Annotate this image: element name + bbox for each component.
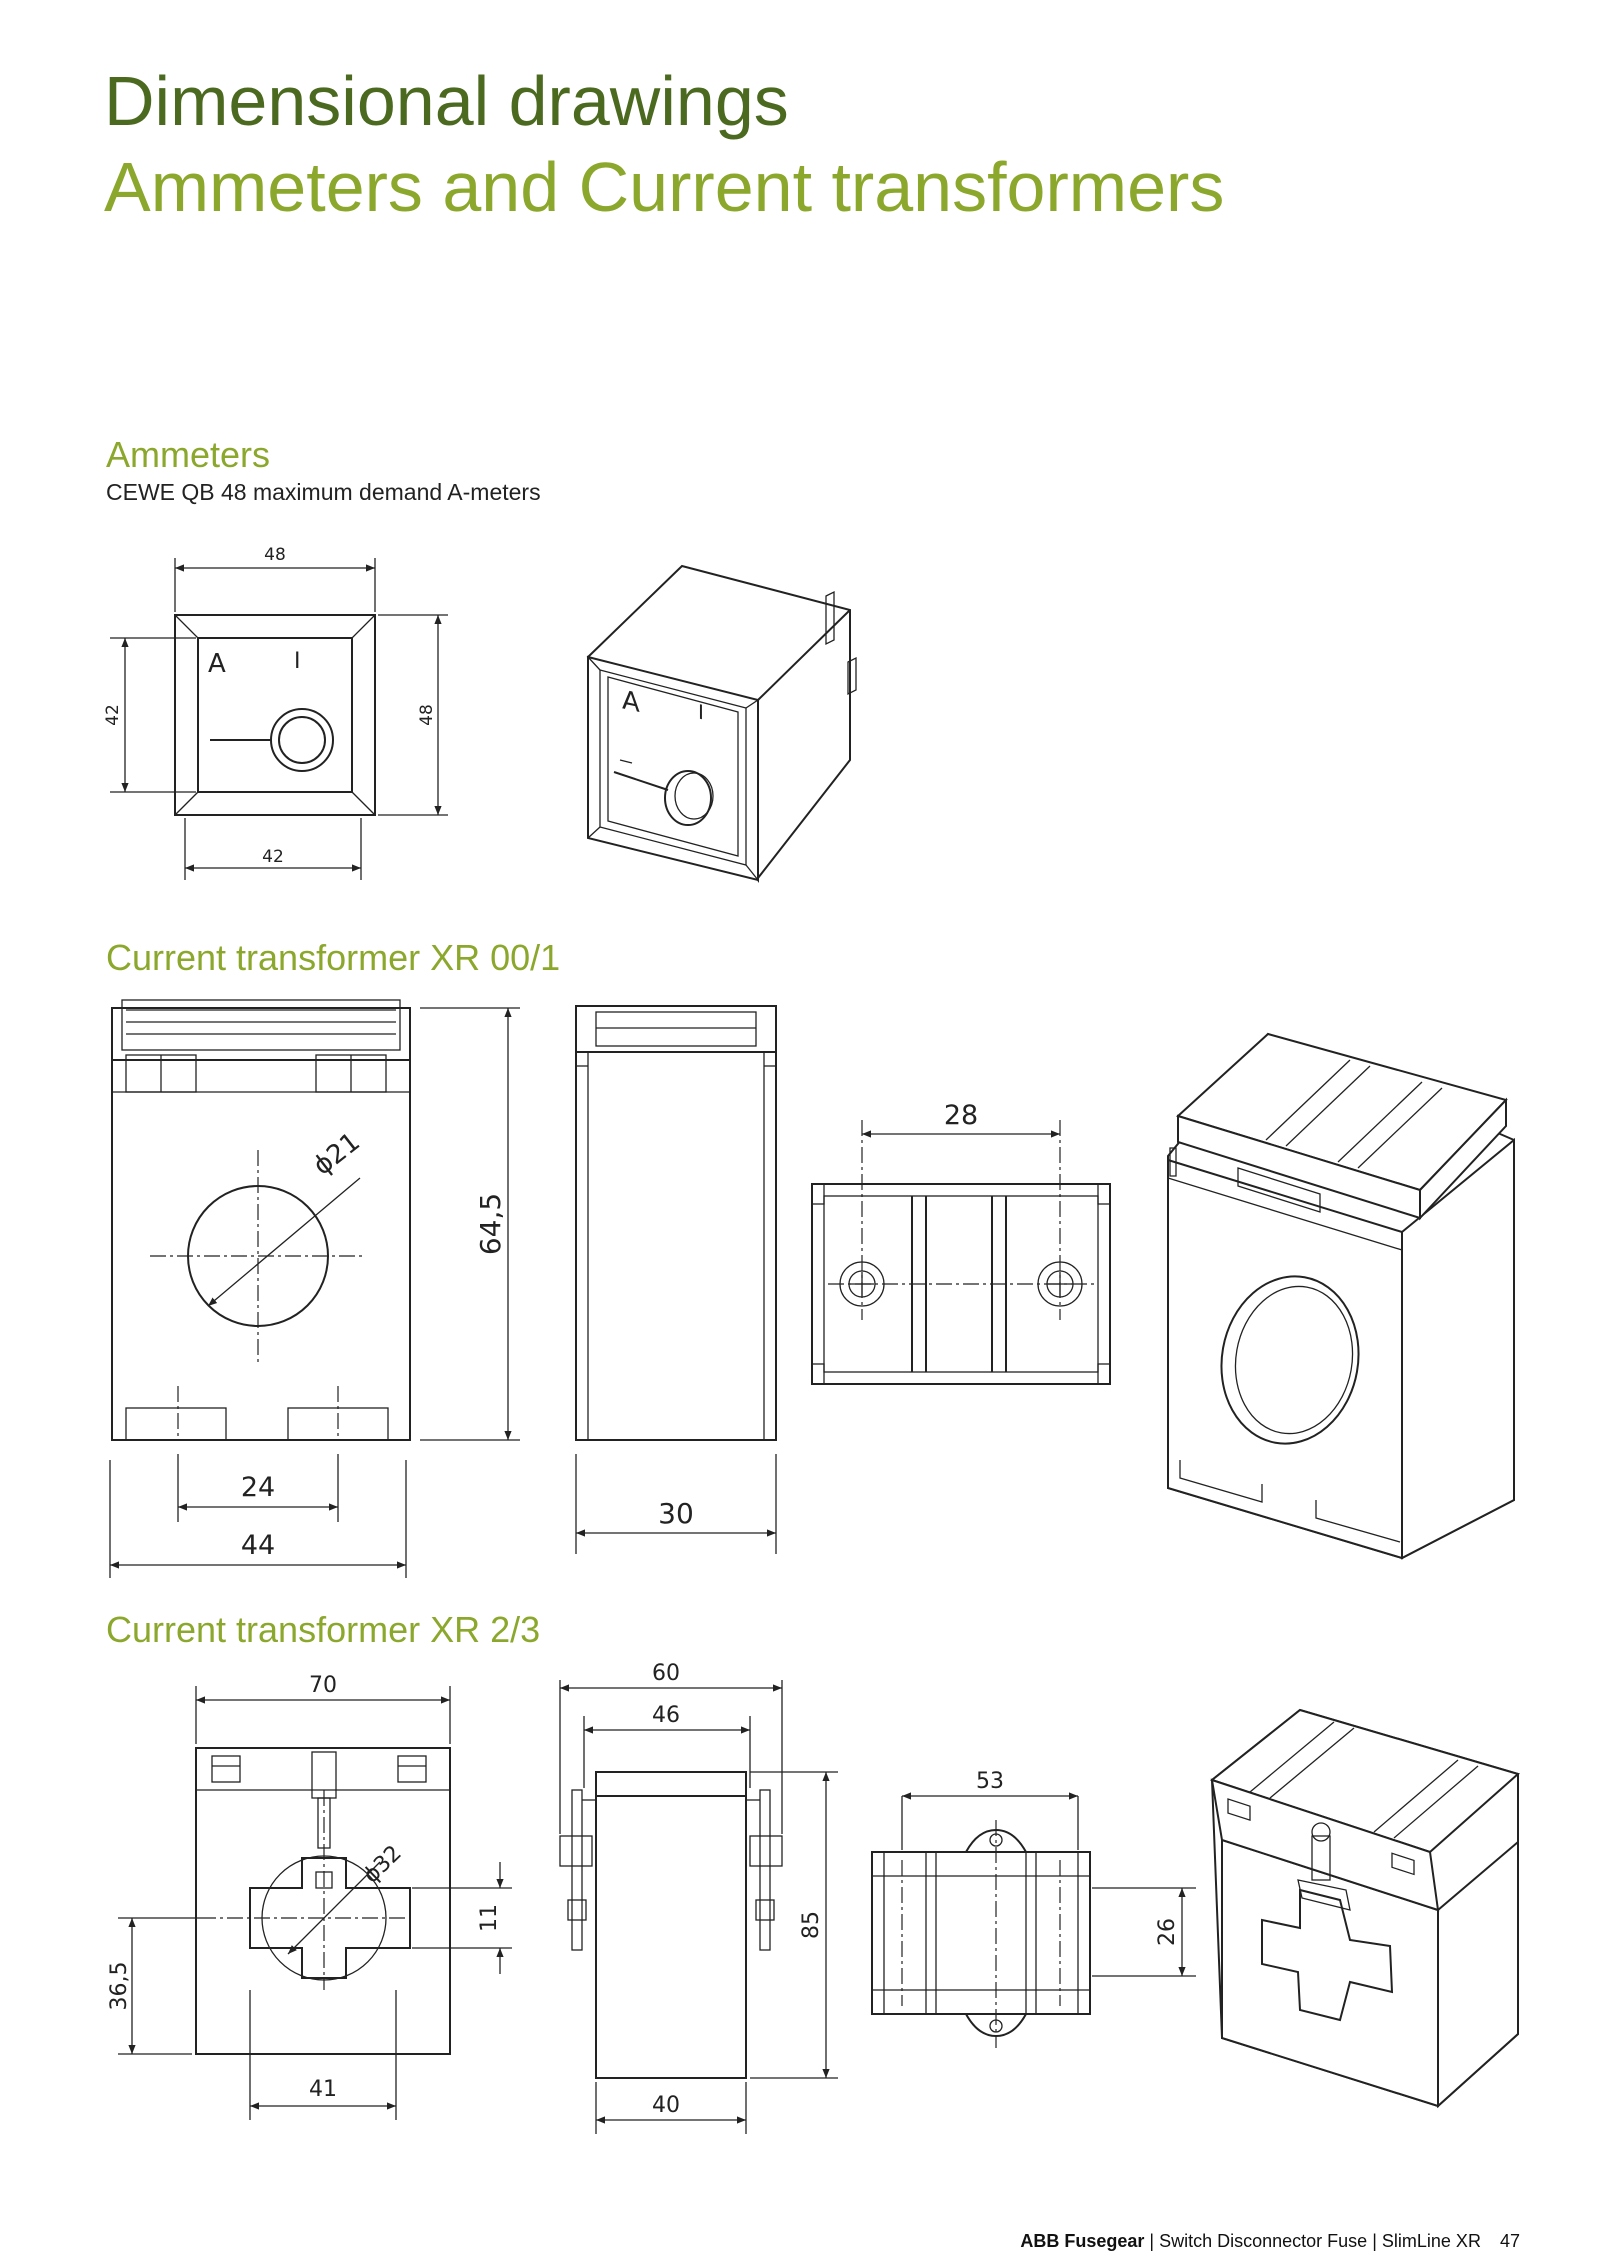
dim-xr23-terminal-spacing: 53 xyxy=(976,1769,1004,1794)
footer-separator-1: | xyxy=(1149,2231,1155,2251)
dim-xr23-center-height: 36,5 xyxy=(107,1962,132,2011)
section-heading-ct-xr23: Current transformer XR 2/3 xyxy=(106,1609,541,1650)
xr23-top-view: 53 26 xyxy=(871,1769,1196,2048)
section-heading-ammeters: Ammeters xyxy=(106,434,271,475)
xr23-side-view: 60 46 85 40 xyxy=(559,1661,838,2134)
xr00-side-view: 30 xyxy=(575,1005,777,1554)
xr00-top-view: 28 xyxy=(811,1100,1111,1385)
xr23-iso-view xyxy=(1209,1708,1521,2109)
footer: ABB Fusegear | Switch Disconnector Fuse … xyxy=(1020,2232,1520,2250)
dim-xr00-depth: 30 xyxy=(658,1497,694,1530)
dim-xr23-height: 85 xyxy=(799,1911,824,1939)
dim-xr23-width: 70 xyxy=(309,1673,337,1698)
ammeter-iso-unit-label: A xyxy=(622,685,640,718)
dim-xr00-width: 44 xyxy=(241,1530,275,1561)
dim-xr23-depth: 40 xyxy=(652,2093,680,2118)
xr23-front-view: ϕ32 70 11 36,5 41 xyxy=(107,1673,512,2120)
page-title-line1: Dimensional drawings xyxy=(104,62,789,140)
xr00-iso-view xyxy=(1167,1032,1515,1560)
dim-xr23-base: 41 xyxy=(309,2077,337,2102)
dim-xr00-height: 64,5 xyxy=(474,1193,507,1255)
section-heading-ct-xr00: Current transformer XR 00/1 xyxy=(106,937,561,978)
dim-xr23-inner-depth: 46 xyxy=(652,1703,680,1728)
ammeter-front-view: A I 48 42 48 42 xyxy=(103,545,448,880)
ammeter-unit-label: A xyxy=(208,649,226,679)
dim-xr00-terminal-spacing: 28 xyxy=(944,1100,978,1131)
page-title-line2: Ammeters and Current transformers xyxy=(104,148,1225,226)
footer-product: Switch Disconnector Fuse xyxy=(1159,2231,1368,2251)
dim-xr23-terminal-offset: 26 xyxy=(1155,1918,1180,1946)
dim-ammeter-bottom: 42 xyxy=(262,847,284,867)
footer-page-number: 47 xyxy=(1499,2231,1520,2251)
xr00-front-view: ϕ21 24 44 64,5 xyxy=(109,999,520,1578)
ammeter-mark-label: I xyxy=(294,649,301,674)
dim-ammeter-right: 48 xyxy=(417,704,437,726)
section-subtitle-ammeters: CEWE QB 48 maximum demand A-meters xyxy=(106,479,541,505)
ammeter-iso-mark-label: I xyxy=(698,700,704,725)
ammeter-iso-view: A I xyxy=(586,564,857,883)
dim-xr23-outer-depth: 60 xyxy=(652,1661,680,1686)
dim-xr23-slot: 11 xyxy=(477,1904,502,1932)
dim-xr00-inner-width: 24 xyxy=(241,1472,275,1503)
footer-separator-2: | xyxy=(1372,2231,1377,2251)
footer-series: SlimLine XR xyxy=(1381,2231,1481,2251)
dim-ammeter-top: 48 xyxy=(264,545,286,565)
dim-ammeter-left: 42 xyxy=(103,704,123,726)
footer-brand: ABB Fusegear xyxy=(1020,2231,1145,2251)
